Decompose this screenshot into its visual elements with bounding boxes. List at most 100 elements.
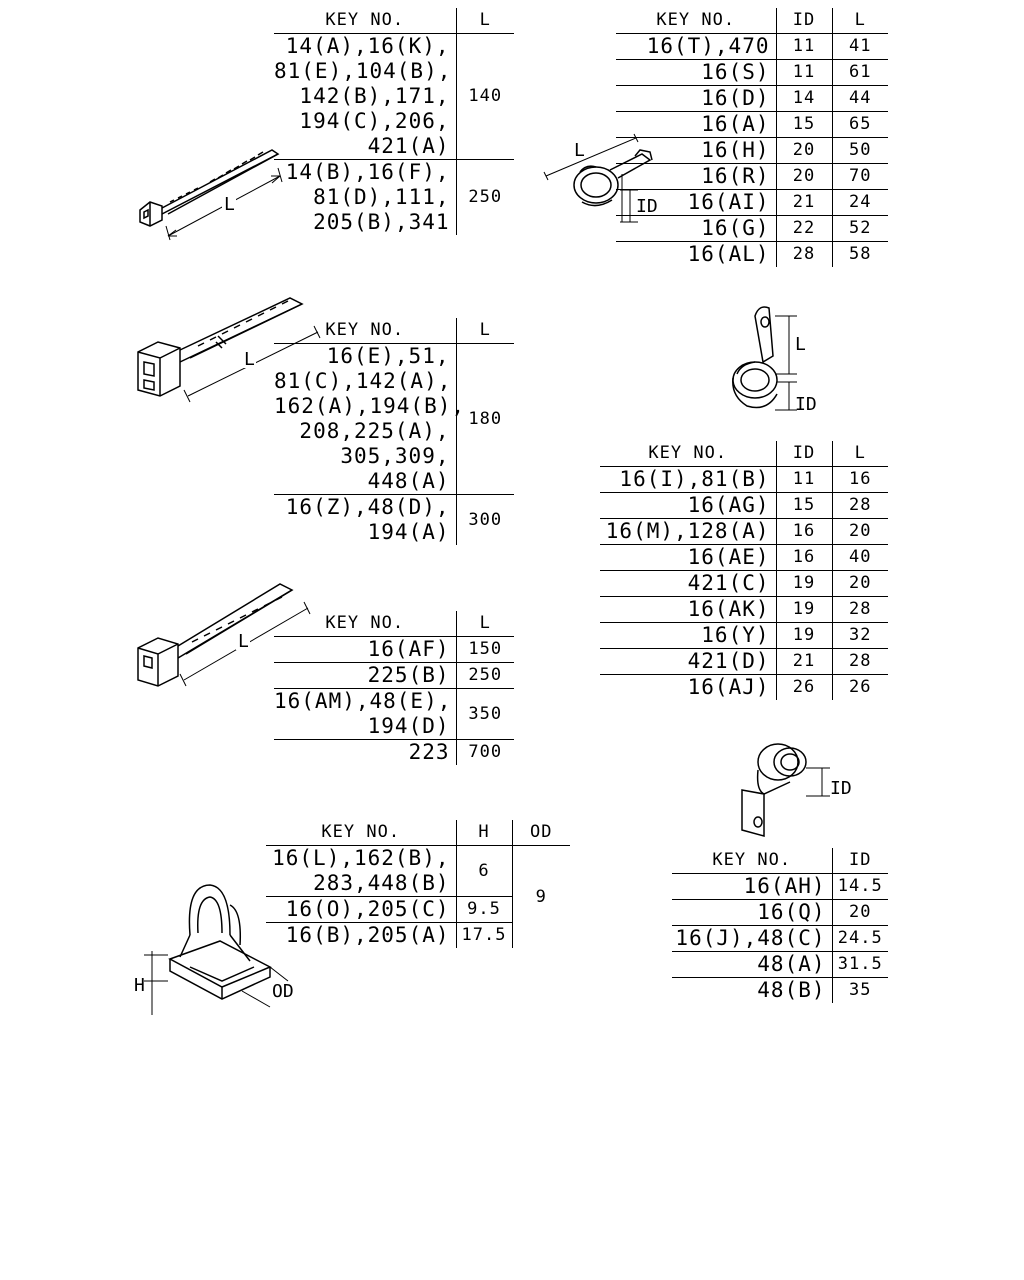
table-row-id: 15 — [775, 492, 832, 519]
table-row-key: 16(AL) — [687, 242, 770, 266]
table-row-key: 16(L),162(B), 283,448(B) — [266, 845, 456, 897]
table-row-l: 250 — [455, 662, 514, 689]
table-row-key: 16(S) — [616, 59, 776, 86]
table-row-key: 16(AI) — [616, 189, 776, 216]
dim-label-l-4: L — [795, 334, 806, 355]
header-l: L — [831, 441, 888, 467]
table-row-id: 11 — [775, 33, 832, 60]
table-row-l: 40 — [831, 544, 888, 571]
table-row-key: 16(M),128(A) — [600, 518, 776, 545]
table-row-l: 52 — [831, 215, 888, 242]
header-key-no: KEY NO. — [672, 848, 832, 874]
header-key-no: KEY NO. — [274, 318, 456, 344]
table-row-key: 16(D) — [616, 85, 776, 112]
table-row-id: 22 — [775, 215, 832, 242]
table-row-l: 180 — [455, 343, 514, 495]
table-row-id: 31.5 — [831, 951, 888, 978]
header-id: ID — [775, 8, 832, 34]
table-row-key: 223 — [408, 740, 450, 764]
table-row-id: 11 — [775, 466, 832, 493]
cable-tie-140-250-figure: L — [139, 149, 283, 241]
table-row-id: 28 — [775, 241, 832, 267]
table-row-key: 48(A) — [672, 951, 832, 978]
table-row-id: 21 — [775, 648, 832, 675]
table-row-l: 140 — [455, 33, 514, 160]
table-row-id: 24.5 — [831, 925, 888, 952]
table-row-l: 58 — [831, 241, 888, 267]
table-row-id: 15 — [775, 111, 832, 138]
table-cable-tie-180-300: KEY NO. L 16(E),51, 81(C),142(A), 162(A)… — [274, 318, 514, 545]
table-row-l: 700 — [455, 739, 514, 765]
table-row-key: 225(B) — [274, 662, 456, 689]
table-row-key: 16(Z),48(D), 194(A) — [285, 495, 450, 544]
table-row-key: 48(B) — [757, 978, 826, 1002]
table-row-l: 26 — [831, 674, 888, 700]
table-row-key: 16(AF) — [274, 636, 456, 663]
header-key-no: KEY NO. — [266, 820, 456, 846]
table-push-clip: KEY NO. H OD 16(L),162(B), 283,448(B) 6 … — [266, 820, 570, 948]
header-od: OD — [511, 820, 570, 846]
dim-label-l-3: L — [244, 349, 255, 370]
table-row-l: 250 — [455, 159, 514, 235]
table-row-l: 50 — [831, 137, 888, 164]
table-row-id: 20 — [775, 163, 832, 190]
table-row-l: 70 — [831, 163, 888, 190]
table-row-id: 20 — [831, 899, 888, 926]
saddle-clamp-figure: ID — [741, 743, 852, 837]
table-row-l: 24 — [831, 189, 888, 216]
table-row-l: 16 — [831, 466, 888, 493]
header-l: L — [455, 318, 514, 344]
table-row-id: 19 — [775, 622, 832, 649]
cable-tie-mount-180-300-figure: L — [137, 297, 321, 403]
dim-label-l-5: L — [238, 631, 249, 652]
table-row-key: 16(H) — [616, 137, 776, 164]
table-row-key: 16(AE) — [600, 544, 776, 571]
dim-label-id-2: ID — [795, 394, 817, 415]
table-row-l: 28 — [831, 596, 888, 623]
table-row-l: 28 — [831, 648, 888, 675]
table-row-key: 16(E),51, 81(C),142(A), 162(A),194(B), 2… — [274, 343, 466, 495]
table-row-l: 41 — [831, 33, 888, 60]
table-row-id: 21 — [775, 189, 832, 216]
table-row-key: 16(I),81(B) — [600, 466, 776, 493]
table-row-l: 150 — [455, 636, 514, 663]
table-row-l: 28 — [831, 492, 888, 519]
table-row-l: 65 — [831, 111, 888, 138]
table-row-key: 16(R) — [616, 163, 776, 190]
table-row-id: 14 — [775, 85, 832, 112]
table-cable-tie-140-250: KEY NO. L 14(A),16(K), 81(E),104(B), 142… — [274, 8, 514, 235]
dim-label-l: L — [224, 194, 235, 215]
table-row-h: 6 — [455, 845, 512, 897]
dim-label-id-3: ID — [830, 778, 852, 799]
table-row-id: 16 — [775, 518, 832, 545]
dim-label-od: OD — [272, 981, 294, 1002]
header-id: ID — [831, 848, 888, 874]
table-row-key: 16(B),205(A) — [285, 923, 450, 947]
table-row-h: 17.5 — [455, 922, 512, 948]
header-id: ID — [775, 441, 832, 467]
table-row-id: 19 — [775, 570, 832, 597]
header-h: H — [455, 820, 512, 846]
header-key-no: KEY NO. — [274, 611, 456, 637]
table-row-key: 16(A) — [616, 111, 776, 138]
table-row-h: 9.5 — [455, 896, 512, 923]
dim-label-h: H — [134, 975, 145, 996]
header-l: L — [455, 611, 514, 637]
table-row-key: 16(AH) — [672, 873, 832, 900]
table-row-l: 350 — [455, 688, 514, 740]
push-clip-figure: H OD — [134, 884, 294, 1015]
table-row-key: 14(B),16(F), 81(D),111, 205(B),341 — [285, 160, 450, 234]
table-row-l: 300 — [455, 494, 514, 545]
table-row-id: 11 — [775, 59, 832, 86]
header-l: L — [831, 8, 888, 34]
table-row-key: 16(T),470 — [616, 33, 776, 60]
table-row-key: 16(O),205(C) — [266, 896, 456, 923]
table-row-key: 16(AJ) — [687, 675, 770, 699]
table-row-key: 16(G) — [616, 215, 776, 242]
table-row-l: 32 — [831, 622, 888, 649]
table-row-key: 421(D) — [600, 648, 776, 675]
table-row-id: 14.5 — [831, 873, 888, 900]
table-row-l: 61 — [831, 59, 888, 86]
